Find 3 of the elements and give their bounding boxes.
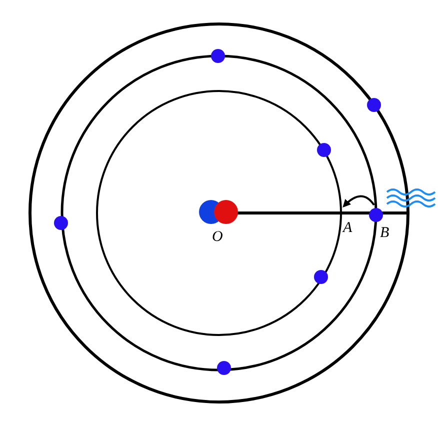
point-label: O — [212, 230, 223, 245]
point-label: B — [380, 226, 390, 241]
point-label: A — [343, 221, 352, 236]
